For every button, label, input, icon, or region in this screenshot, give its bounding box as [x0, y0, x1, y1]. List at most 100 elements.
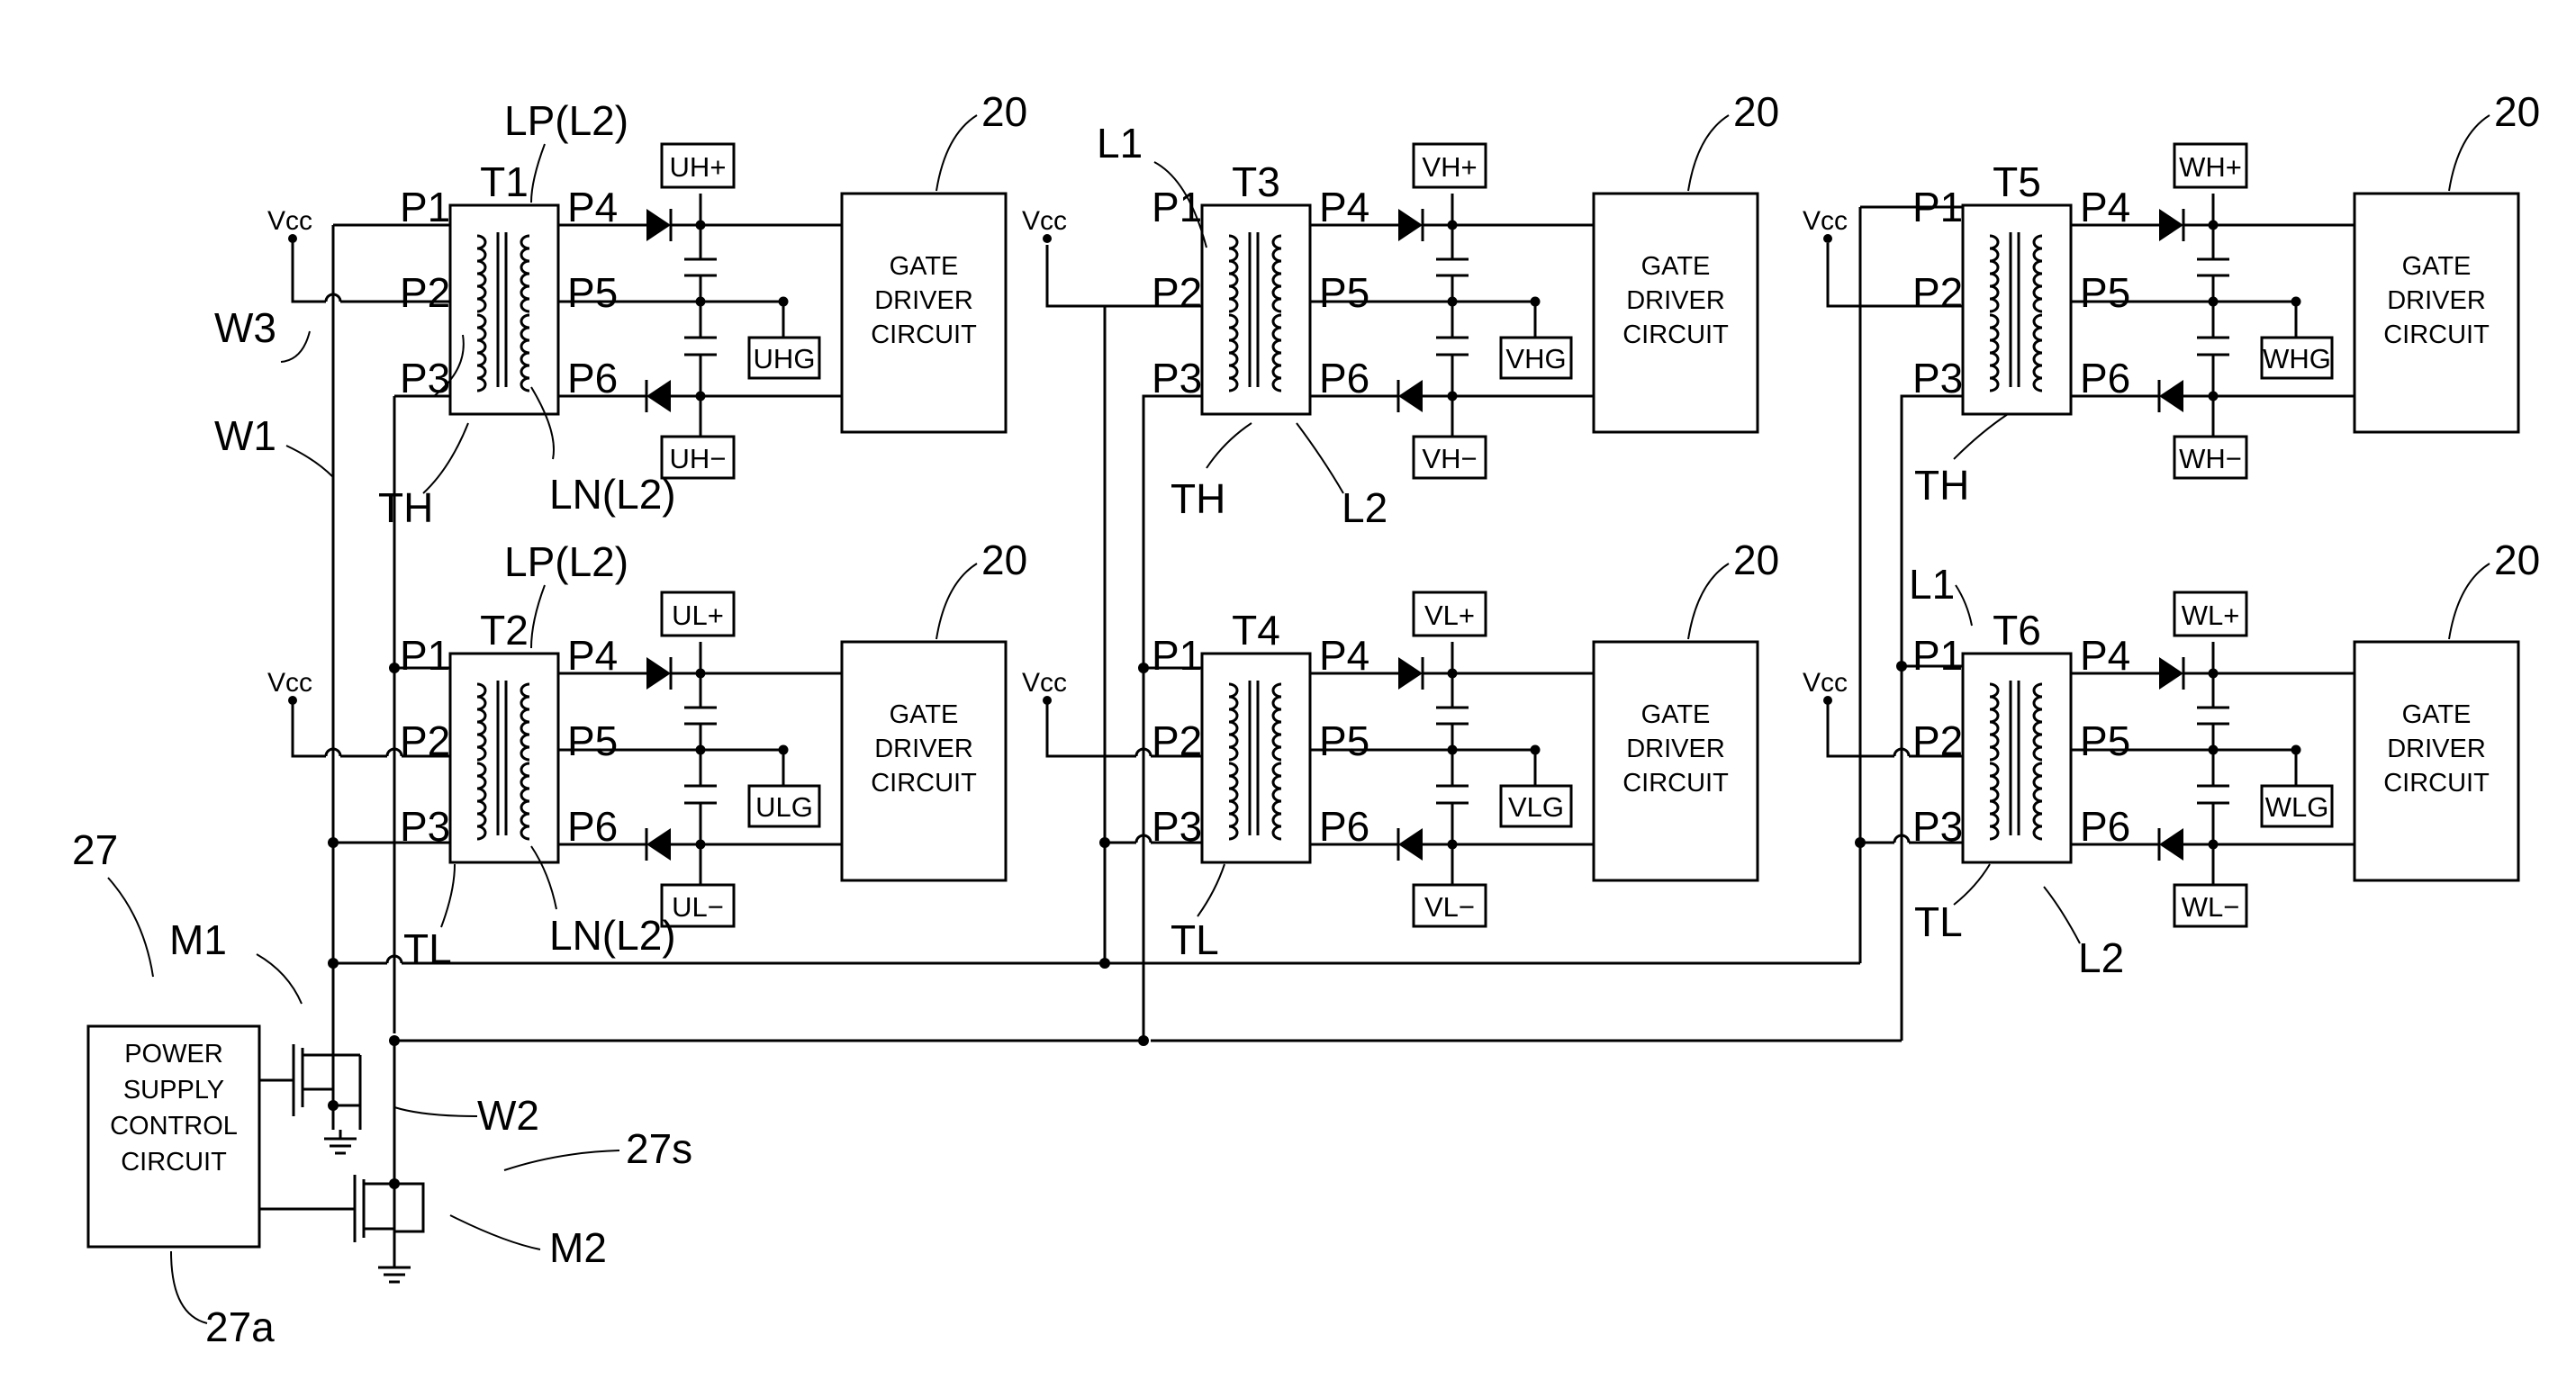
module-t1: UH+UHGUH−GATEDRIVERCIRCUIT20T1P1P2P3P4P5… — [267, 88, 1027, 478]
ref-l2-1: L2 — [1342, 484, 1387, 531]
signal-label-top: WH+ — [2174, 144, 2246, 187]
svg-text:GATE: GATE — [2402, 252, 2472, 281]
pin-p2: P2 — [1912, 269, 1963, 316]
diode-icon — [2159, 380, 2183, 412]
ref-w2: W2 — [477, 1092, 539, 1139]
pin-p3: P3 — [1912, 355, 1963, 401]
vcc-label: Vcc — [1022, 668, 1067, 698]
ref-tl-1: TL — [403, 925, 452, 972]
pin-p2: P2 — [1152, 269, 1202, 316]
ref-m2: M2 — [549, 1224, 607, 1271]
pin-p5: P5 — [1319, 717, 1369, 764]
svg-text:WH−: WH− — [2179, 443, 2242, 474]
svg-text:GATE: GATE — [1641, 700, 1711, 729]
gate-driver-circuit: GATEDRIVERCIRCUIT — [842, 642, 1006, 880]
ref-20: 20 — [2494, 537, 2540, 583]
pin-p4: P4 — [567, 632, 618, 679]
svg-text:CIRCUIT: CIRCUIT — [2383, 320, 2490, 349]
pin-p1: P1 — [400, 632, 450, 679]
diode-icon — [646, 380, 671, 412]
signal-label-top: VH+ — [1414, 144, 1486, 187]
diode-icon — [2159, 209, 2183, 241]
svg-text:UL−: UL− — [672, 891, 724, 923]
vcc-label: Vcc — [1022, 206, 1067, 236]
pin-p1: P1 — [1152, 184, 1202, 230]
gate-driver-circuit: GATEDRIVERCIRCUIT — [1594, 642, 1758, 880]
pin-p2: P2 — [1912, 717, 1963, 764]
signal-label-mid: WHG — [2262, 338, 2332, 378]
ref-27s: 27s — [626, 1125, 692, 1172]
pin-p2: P2 — [400, 717, 450, 764]
transformer-box — [1963, 205, 2071, 414]
vcc-label: Vcc — [1803, 668, 1848, 698]
svg-text:DRIVER: DRIVER — [874, 735, 973, 763]
transformer-name: T4 — [1232, 607, 1280, 654]
ref-m1: M1 — [169, 916, 227, 963]
svg-text:CIRCUIT: CIRCUIT — [2383, 769, 2490, 798]
transformer-box — [1963, 654, 2071, 862]
pin-p1: P1 — [1912, 184, 1963, 230]
gate-driver-circuit: GATEDRIVERCIRCUIT — [842, 194, 1006, 432]
pin-p4: P4 — [2080, 632, 2130, 679]
diode-icon — [646, 657, 671, 690]
svg-text:WL−: WL− — [2182, 891, 2240, 923]
ref-w3: W3 — [214, 304, 276, 351]
pin-p3: P3 — [400, 803, 450, 850]
pin-p6: P6 — [1319, 355, 1369, 401]
transformer-name: T1 — [480, 158, 529, 205]
ref-th-2: TH — [1170, 475, 1225, 522]
svg-text:UH−: UH− — [670, 443, 727, 474]
diode-icon — [1398, 380, 1423, 412]
pin-p4: P4 — [1319, 632, 1369, 679]
pin-p6: P6 — [2080, 803, 2130, 850]
svg-text:GATE: GATE — [890, 700, 959, 729]
pin-p5: P5 — [2080, 717, 2130, 764]
ref-27a: 27a — [205, 1303, 275, 1350]
signal-label-mid: ULG — [749, 786, 819, 826]
pin-p6: P6 — [2080, 355, 2130, 401]
vcc-label: Vcc — [267, 668, 312, 698]
vcc-label: Vcc — [267, 206, 312, 236]
diode-icon — [1398, 657, 1423, 690]
pin-p2: P2 — [400, 269, 450, 316]
pin-p5: P5 — [1319, 269, 1369, 316]
transformer-name: T3 — [1232, 158, 1280, 205]
svg-text:WH+: WH+ — [2179, 151, 2242, 183]
svg-text:GATE: GATE — [890, 252, 959, 281]
transformer-box — [450, 205, 558, 414]
ref-lp-2: LP(L2) — [504, 538, 628, 585]
svg-text:VL−: VL− — [1424, 891, 1475, 923]
svg-text:ULG: ULG — [755, 791, 813, 823]
svg-text:UHG: UHG — [754, 343, 816, 374]
svg-text:DRIVER: DRIVER — [874, 286, 973, 315]
vcc-label: Vcc — [1803, 206, 1848, 236]
signal-label-bot: VL− — [1414, 885, 1486, 926]
signal-label-mid: VHG — [1501, 338, 1571, 378]
ref-tl-3: TL — [1914, 898, 1963, 945]
transformer-name: T5 — [1993, 158, 2041, 205]
diode-icon — [2159, 828, 2183, 861]
psu-line-4: CIRCUIT — [121, 1148, 227, 1177]
signal-label-mid: VLG — [1501, 786, 1571, 826]
pin-p1: P1 — [400, 184, 450, 230]
module-t4: VL+VLGVL−GATEDRIVERCIRCUIT20T4P1P2P3P4P5… — [1022, 537, 1779, 926]
psu-line-1: POWER — [124, 1040, 223, 1069]
signal-label-mid: UHG — [749, 338, 819, 378]
pin-p1: P1 — [1912, 632, 1963, 679]
signal-label-mid: WLG — [2262, 786, 2332, 826]
pin-p4: P4 — [2080, 184, 2130, 230]
transformer-name: T6 — [1993, 607, 2041, 654]
svg-text:CIRCUIT: CIRCUIT — [1622, 769, 1729, 798]
psu-line-2: SUPPLY — [123, 1076, 224, 1105]
ref-w1: W1 — [214, 412, 276, 459]
svg-text:DRIVER: DRIVER — [1626, 286, 1725, 315]
diode-icon — [1398, 828, 1423, 861]
ref-tl-2: TL — [1170, 916, 1219, 963]
module-t2: UL+ULGUL−GATEDRIVERCIRCUIT20T2P1P2P3P4P5… — [267, 537, 1027, 926]
svg-text:VHG: VHG — [1505, 343, 1566, 374]
ref-20: 20 — [981, 537, 1027, 583]
signal-label-top: UH+ — [662, 144, 734, 187]
ref-20: 20 — [1733, 88, 1779, 135]
svg-text:VH+: VH+ — [1422, 151, 1477, 183]
